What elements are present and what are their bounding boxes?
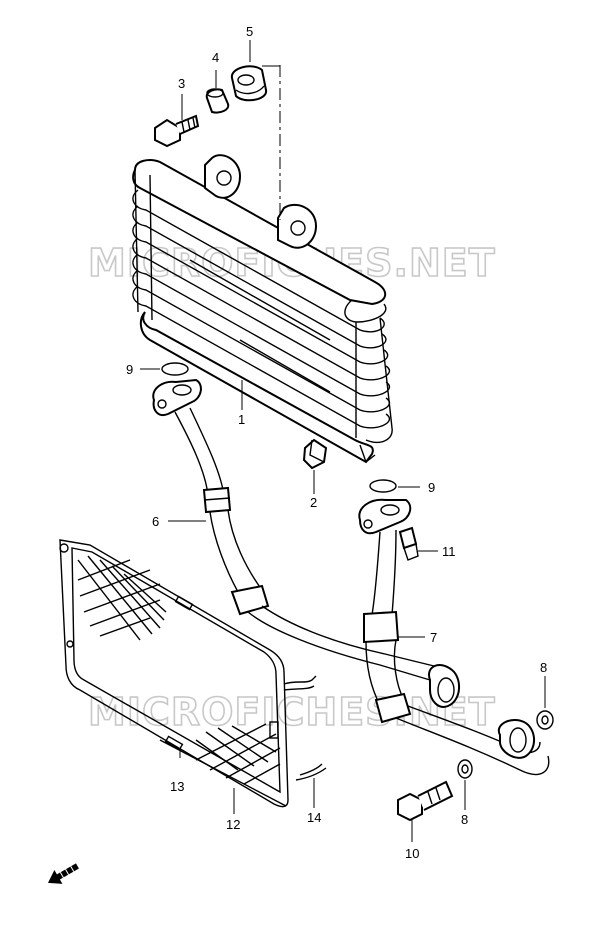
grommet-5 [230, 65, 267, 102]
washer-8-right [536, 710, 554, 730]
callout-4: 4 [212, 50, 219, 65]
callout-9a: 9 [126, 362, 133, 377]
callout-2: 2 [310, 495, 317, 510]
union-bolt-10 [397, 780, 454, 822]
callout-labels: 1 2 3 4 5 6 7 8 8 9 9 10 11 12 13 14 [126, 24, 547, 861]
callout-12: 12 [226, 817, 240, 832]
callout-13: 13 [170, 779, 184, 794]
callout-8b: 8 [461, 812, 468, 827]
watermark-bottom: MICROFICHES.NET [88, 690, 496, 734]
callout-6: 6 [152, 514, 159, 529]
callout-1: 1 [238, 412, 245, 427]
leader-lines [140, 40, 546, 842]
callout-10: 10 [405, 846, 419, 861]
callout-3: 3 [178, 76, 185, 91]
oil-cooler-core [132, 154, 393, 464]
callout-5: 5 [246, 24, 253, 39]
callout-8a: 8 [540, 660, 547, 675]
collar-4 [205, 88, 230, 114]
clip-2 [302, 438, 328, 470]
callout-11: 11 [442, 544, 456, 559]
oil-hose-6 [152, 362, 460, 708]
oil-hose-7 [358, 479, 550, 775]
washer-8-bottom [457, 759, 473, 779]
callout-14: 14 [307, 810, 321, 825]
callout-9b: 9 [428, 480, 435, 495]
bolt-3 [154, 114, 200, 148]
callout-7: 7 [430, 630, 437, 645]
oil-cooler-guard [59, 539, 327, 808]
front-arrow-icon [48, 863, 79, 884]
